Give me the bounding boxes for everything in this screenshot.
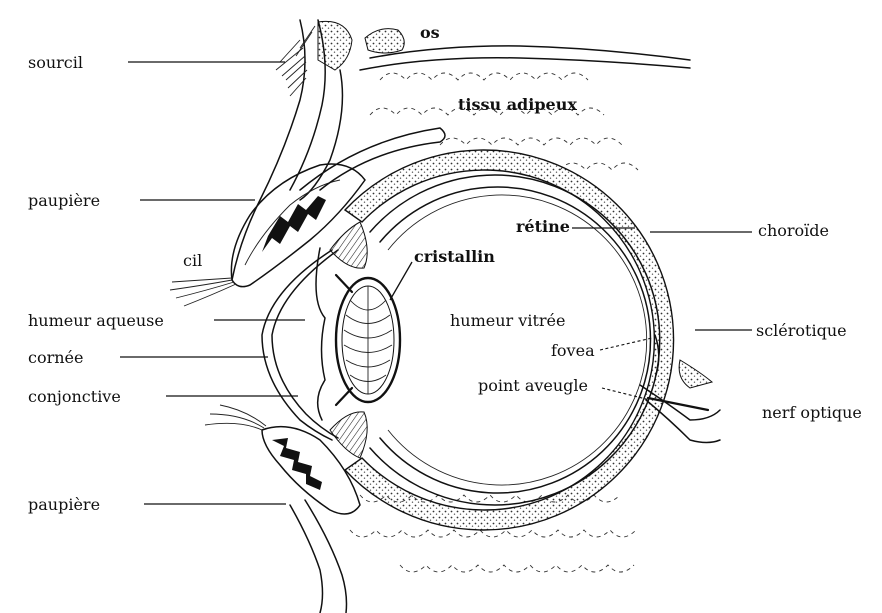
label-nerf-optique: nerf optique — [762, 403, 862, 422]
leader-cristallin — [390, 262, 412, 300]
label-cil: cil — [183, 251, 202, 270]
label-cristallin: cristallin — [414, 247, 495, 266]
label-humeur-aqueuse: humeur aqueuse — [28, 311, 164, 330]
label-humeur-vitree: humeur vitrée — [450, 311, 565, 330]
lower-eyelid — [262, 427, 360, 613]
label-fovea: fovea — [551, 341, 595, 360]
label-point-aveugle: point aveugle — [478, 376, 588, 395]
label-tissu-adipeux: tissu adipeux — [458, 95, 577, 114]
label-paupiere-haut: paupière — [28, 191, 100, 210]
label-paupiere-bas: paupière — [28, 495, 100, 514]
label-choroide: choroïde — [758, 221, 829, 240]
label-os: os — [420, 23, 440, 42]
bone-os — [318, 21, 690, 70]
lower-eyelashes — [205, 405, 266, 430]
cornea — [262, 248, 338, 440]
label-cornee: cornée — [28, 348, 83, 367]
leader-fovea — [600, 338, 652, 350]
upper-eyelashes — [170, 278, 236, 306]
label-retine: rétine — [516, 217, 570, 236]
label-conjonctive: conjonctive — [28, 387, 121, 406]
lens — [336, 275, 400, 405]
label-sclerotique: sclérotique — [756, 321, 847, 340]
upper-eyelid — [231, 128, 445, 287]
label-sourcil: sourcil — [28, 53, 83, 72]
labels: os sourcil tissu adipeux paupière cil ré… — [28, 23, 862, 514]
